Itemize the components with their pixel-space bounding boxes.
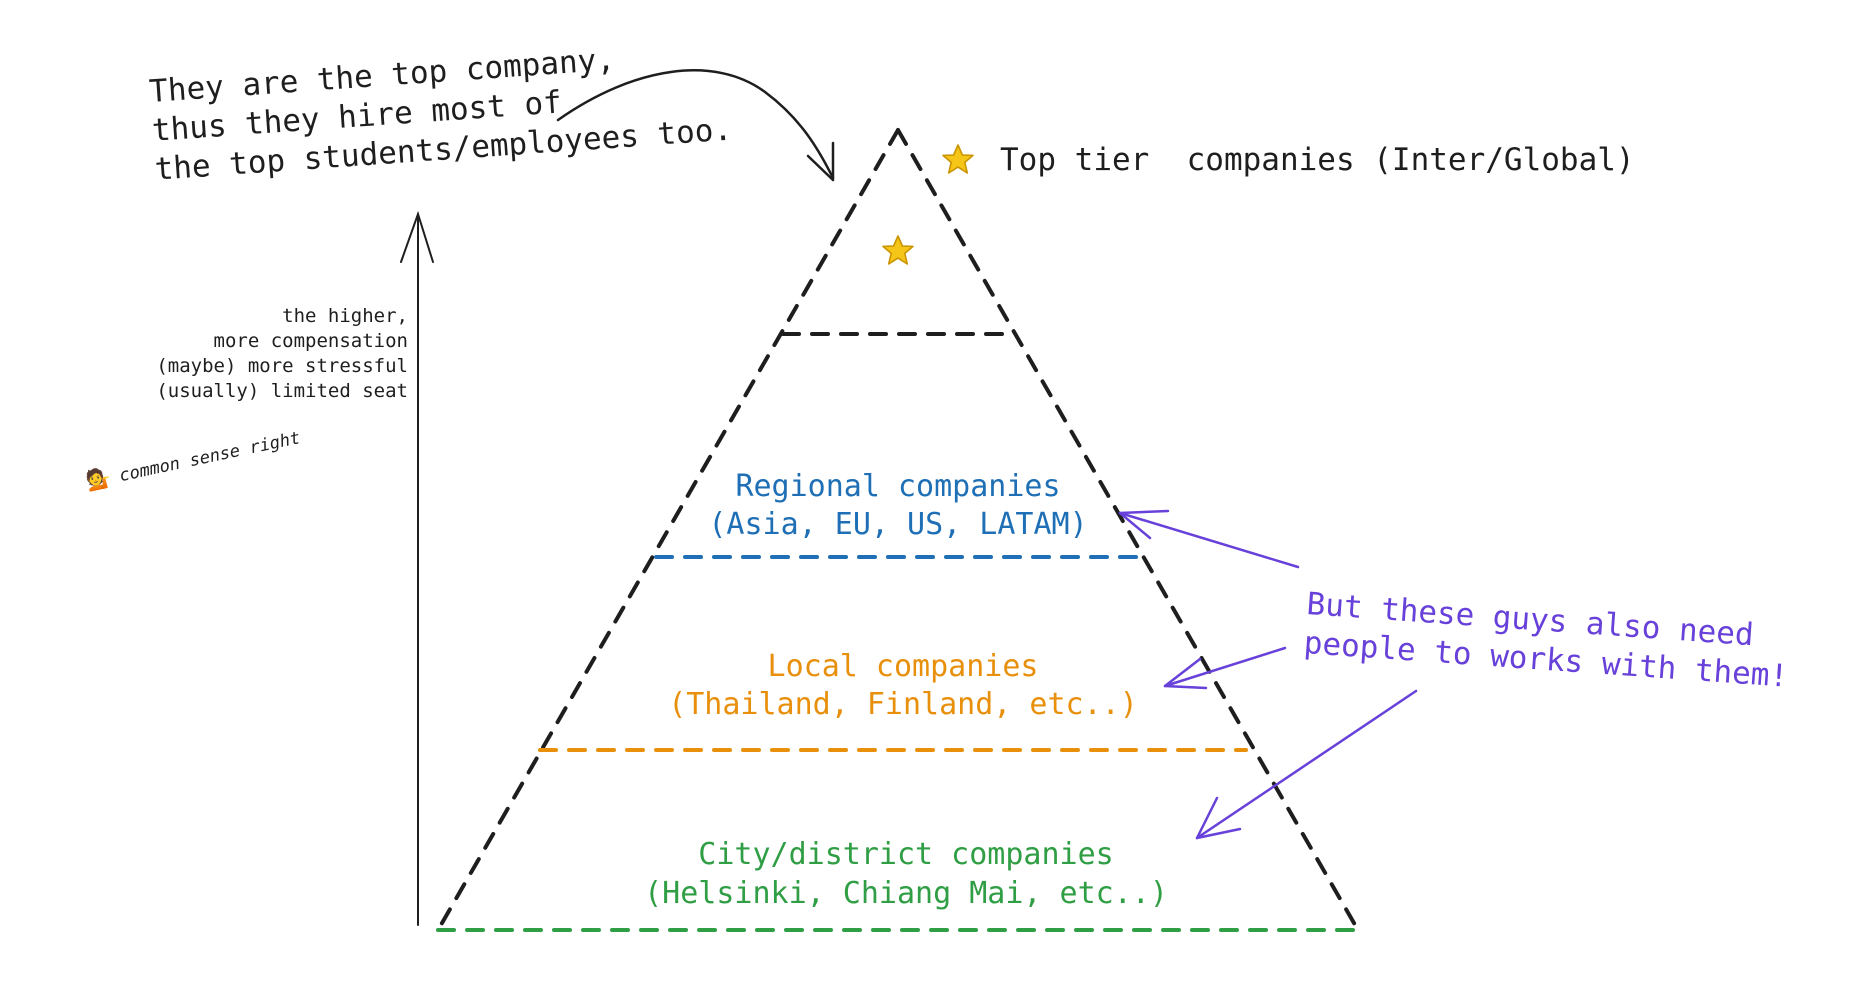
top-tier-star-icon [942,144,974,174]
regional-tier-regions: (Asia, EU, US, LATAM) [708,507,1087,542]
city-tier-examples: (Helsinki, Chiang Mai, etc..) [644,876,1168,911]
axis-note-line-1: the higher, [282,305,408,327]
axis-note-line-4: (usually) limited seat [156,380,408,402]
top-tier-label: Top tier companies (Inter/Global) [1000,142,1635,178]
purple-arrows [1118,509,1418,840]
city-tier-title: City/district companies [698,837,1113,872]
top-company-annotation: They are the top company, thus they hire… [148,42,733,188]
pyramid-outline [436,128,1360,932]
pyramid-right-edge [896,128,1360,932]
higher-axis-arrow [400,210,434,926]
star-icon [882,235,914,265]
curved-arrow-to-top [556,69,835,182]
axis-note: the higher, more compensation (maybe) mo… [156,305,408,402]
arrow-to-regional [1118,509,1300,569]
axis-note-line-3: (maybe) more stressful [156,355,408,377]
city-tier: City/district companies (Helsinki, Chian… [644,837,1168,911]
axis-note-line-2: more compensation [214,330,408,352]
local-tier-examples: (Thailand, Finland, etc..) [668,687,1138,722]
side-note: But these guys also need people to works… [1303,586,1790,695]
person-tipping-hand-icon: 💁 [84,464,113,493]
common-sense-note: 💁 common sense right [84,428,302,493]
regional-tier: Regional companies (Asia, EU, US, LATAM) [708,469,1087,542]
local-tier: Local companies (Thailand, Finland, etc.… [668,649,1138,722]
common-sense-text: common sense right [118,428,302,486]
arrow-to-local [1163,646,1287,690]
regional-tier-title: Regional companies [735,469,1060,504]
arrow-to-city [1195,689,1418,840]
pyramid-left-edge [436,128,900,932]
local-tier-title: Local companies [768,649,1039,684]
